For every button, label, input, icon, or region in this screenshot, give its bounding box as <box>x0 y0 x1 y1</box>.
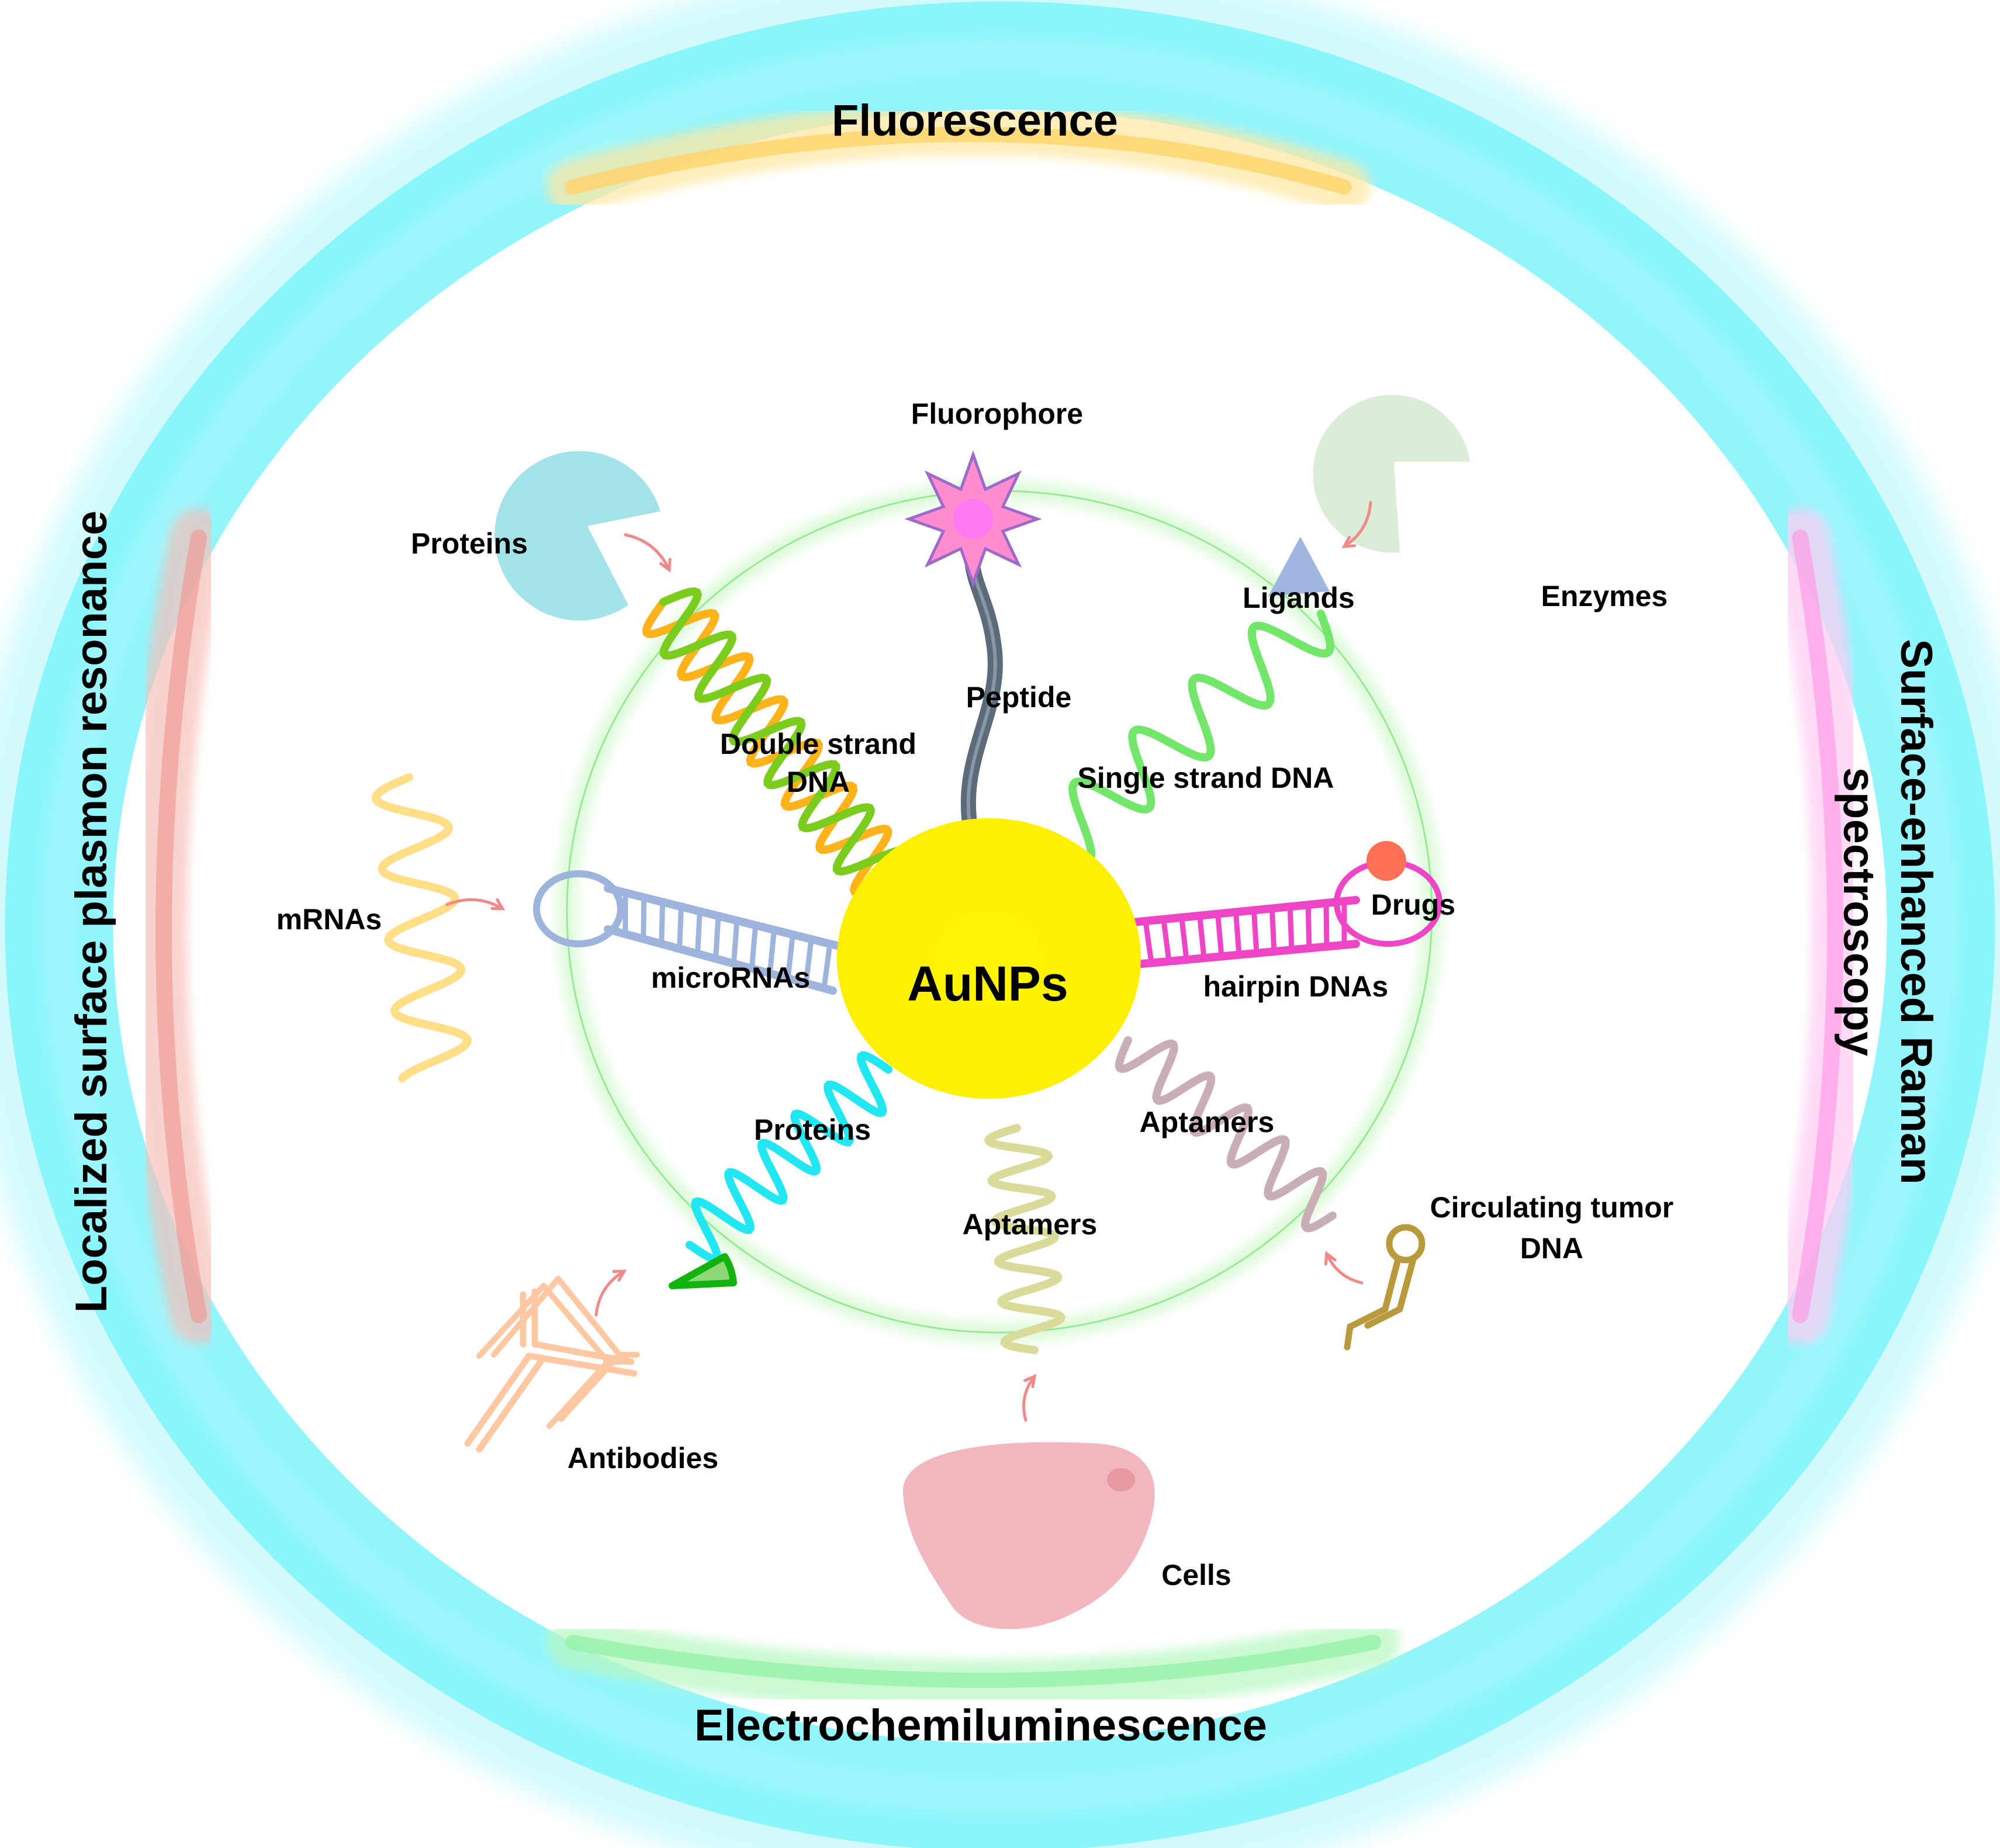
base-pair-rung <box>1215 913 1224 957</box>
base-pair-rung <box>785 934 795 978</box>
label-aptamers-right: Aptamers <box>1140 1106 1275 1138</box>
fluorophore-star <box>904 450 1042 588</box>
label-microrna: microRNAs <box>651 961 810 994</box>
base-pair-rung <box>1287 906 1295 950</box>
base-pair-rung <box>821 943 833 988</box>
label-ctdna-1: Circulating tumor <box>1430 1191 1674 1224</box>
label-double-strand-1: Double strand <box>720 728 916 760</box>
aunp-core <box>837 818 1141 1099</box>
protein-target-shape <box>494 451 660 621</box>
base-pair-rung <box>695 911 703 954</box>
base-pair-rung <box>1323 903 1330 947</box>
arrow-head <box>659 558 672 573</box>
label-mrnas: mRNAs <box>276 903 382 936</box>
antibody-target-shape <box>476 1276 640 1429</box>
technique-ecl: Electrochemiluminescence <box>694 1701 1267 1750</box>
base-pair-rung <box>677 906 684 949</box>
aptamer-right <box>1115 1036 1337 1233</box>
arrow-head <box>612 1269 627 1282</box>
sers-band <box>1771 508 1870 1344</box>
technique-sers-line2: spectroscopy <box>1834 767 1884 1056</box>
ctdna-target-shape <box>1344 1224 1425 1351</box>
protein-receptor-wedge <box>669 1253 737 1289</box>
label-single-strand: Single strand DNA <box>1078 762 1334 794</box>
binding-arrow <box>624 533 671 572</box>
base-pair-rung <box>1251 910 1259 953</box>
label-enzymes: Enzymes <box>1541 580 1668 612</box>
base-pair-rung <box>1233 912 1242 955</box>
label-hairpin: hairpin DNAs <box>1203 970 1389 1003</box>
base-pair-rung <box>1161 919 1172 961</box>
technique-sers-line1: Surface-enhanced Raman <box>1891 639 1941 1184</box>
label-double-strand-2: DNA <box>787 766 850 798</box>
base-pair-rung <box>731 920 740 964</box>
arrow-head <box>490 898 506 911</box>
hairpin-dna <box>1118 841 1442 968</box>
base-pair-rung <box>1197 915 1207 958</box>
binding-arrow <box>1342 501 1372 548</box>
ecl-band <box>546 1616 1400 1712</box>
label-drugs: Drugs <box>1371 888 1455 921</box>
base-pair-rung <box>767 929 777 974</box>
base-pair-rung <box>1305 905 1312 949</box>
antibody-full <box>464 1288 638 1453</box>
aunp-label: AuNPs <box>907 956 1068 1011</box>
base-pair-rung <box>641 897 647 939</box>
label-ctdna-2: DNA <box>1520 1232 1583 1265</box>
enzyme-target-shape <box>1313 394 1470 553</box>
base-pair-rung <box>1179 917 1189 960</box>
aptamer-bottom <box>984 1124 1066 1354</box>
label-ligands: Ligands <box>1243 582 1355 614</box>
mrna-target-shape <box>371 773 472 1082</box>
arrow-head <box>1324 1251 1337 1266</box>
binding-arrows <box>445 501 1372 1422</box>
technique-fluorescence: Fluorescence <box>832 96 1118 146</box>
base-pair-rung <box>659 902 666 944</box>
base-pair-rung <box>713 916 721 959</box>
ligand-triangle <box>1268 537 1330 596</box>
label-antibodies: Antibodies <box>568 1442 718 1475</box>
label-fluorophore: Fluorophore <box>911 397 1083 430</box>
label-aptamers-bottom: Aptamers <box>963 1208 1098 1241</box>
binding-arrow <box>445 898 504 911</box>
drug-molecule <box>1366 841 1406 881</box>
single-strand-dna <box>1048 610 1335 866</box>
base-pair-rung <box>803 939 814 984</box>
label-cells: Cells <box>1161 1559 1231 1591</box>
double-strand-dna <box>642 587 910 898</box>
proteins-probe-helix <box>686 1051 892 1264</box>
lspr-band <box>129 508 228 1344</box>
label-peptide: Peptide <box>966 681 1072 714</box>
label-proteins-target: Proteins <box>411 527 528 560</box>
technique-lspr: Localized surface plasmon resonance <box>67 511 116 1313</box>
fluorescence-band <box>546 102 1371 213</box>
binding-arrow <box>1325 1252 1364 1285</box>
binding-arrow <box>1022 1375 1036 1422</box>
microrna-hairpin <box>533 870 846 995</box>
cell-target-shape <box>902 1442 1155 1629</box>
binding-arrow <box>594 1269 626 1317</box>
base-pair-rung <box>749 925 759 968</box>
base-pair-rung <box>1269 908 1277 952</box>
base-pair-rung <box>1143 920 1154 963</box>
arrow-head <box>1023 1373 1037 1389</box>
arrow-head <box>1341 535 1357 548</box>
label-proteins-probe: Proteins <box>754 1113 871 1146</box>
